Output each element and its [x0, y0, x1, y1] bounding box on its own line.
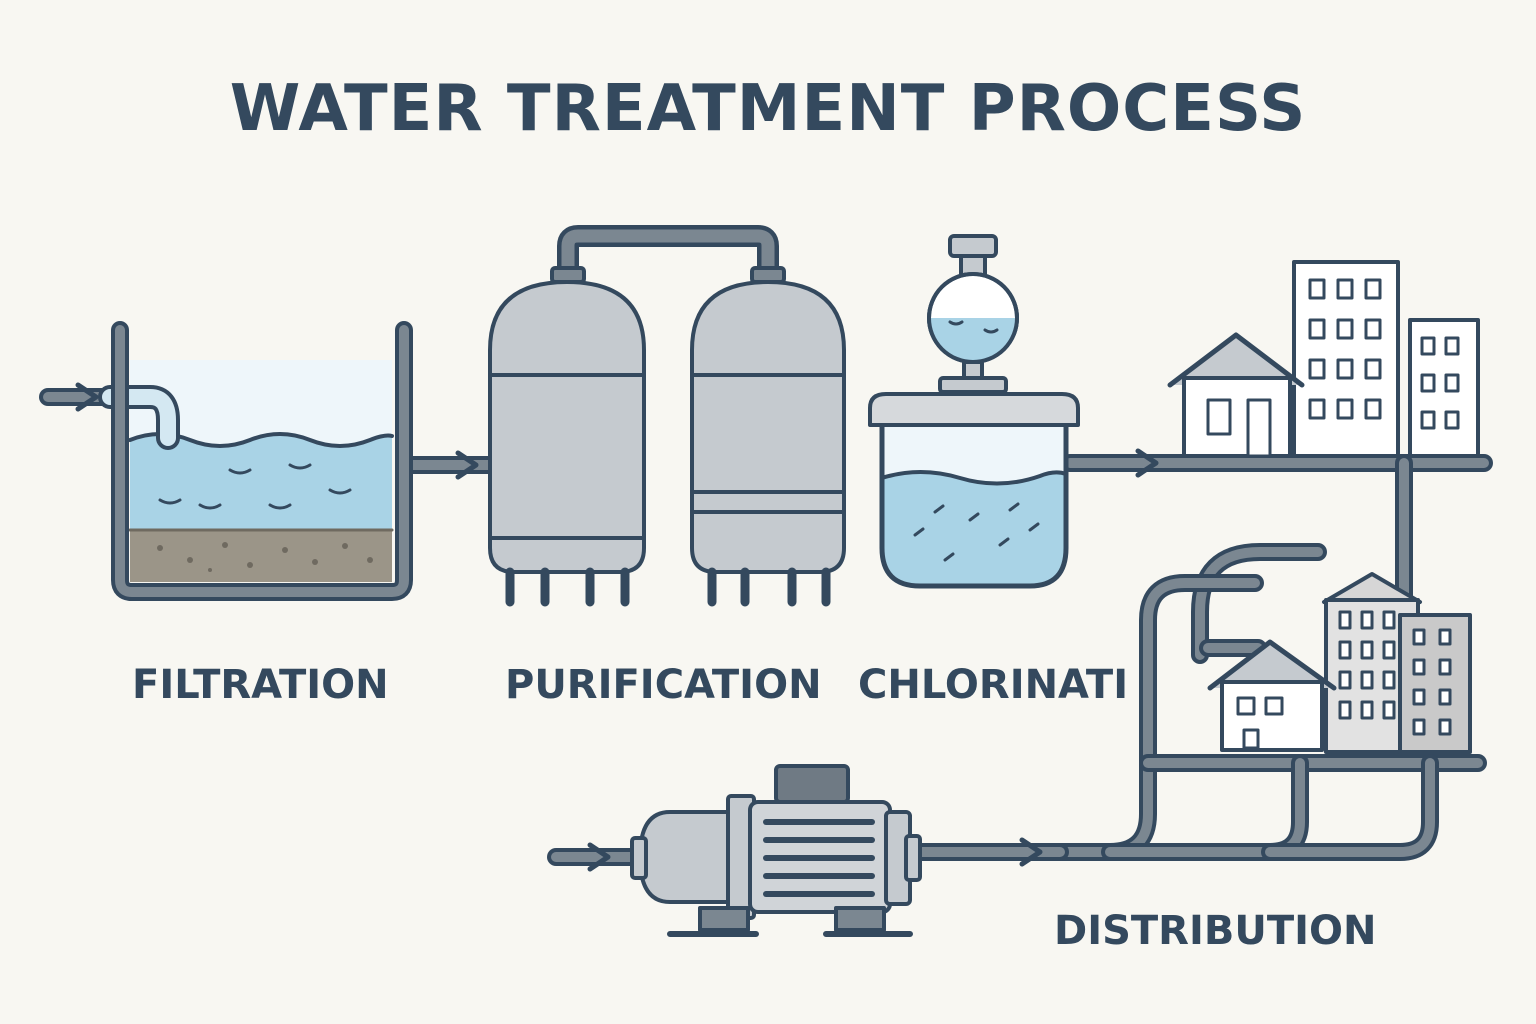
sediment-specks — [157, 542, 373, 572]
pipe-filtration-to-purification — [401, 450, 501, 480]
purification-tank-1 — [488, 280, 646, 607]
filtration-tank — [98, 321, 413, 601]
pipe-network — [39, 225, 1493, 872]
pipe-purification-crossover — [550, 225, 786, 284]
pipe-distribution-loops — [1041, 543, 1487, 861]
pipe-pump-outlet — [911, 837, 1069, 867]
side-building-upper — [1408, 318, 1480, 458]
stage-label-purification: PURIFICATION — [505, 662, 822, 708]
tall-building-upper — [1292, 260, 1400, 458]
pipe-chlorination-to-distribution — [1061, 448, 1493, 478]
stage-label-filtration: FILTRATION — [132, 662, 389, 708]
purification-tank-2 — [690, 280, 846, 607]
diagram-title: WATER TREATMENT PROCESS — [229, 72, 1307, 146]
house-upper — [1167, 332, 1305, 458]
water-ripples — [158, 463, 352, 510]
pump — [630, 764, 922, 937]
chlorination-tank — [868, 234, 1080, 589]
upper-neighbourhood — [1167, 260, 1480, 458]
house-lower — [1207, 639, 1337, 752]
stage-label-distribution: DISTRIBUTION — [1054, 908, 1377, 954]
side-building-lower — [1398, 613, 1472, 754]
stage-label-chlorination: CHLORINATI — [858, 662, 1129, 708]
pipe-pump-inlet — [547, 842, 649, 872]
lower-neighbourhood — [1207, 572, 1472, 754]
